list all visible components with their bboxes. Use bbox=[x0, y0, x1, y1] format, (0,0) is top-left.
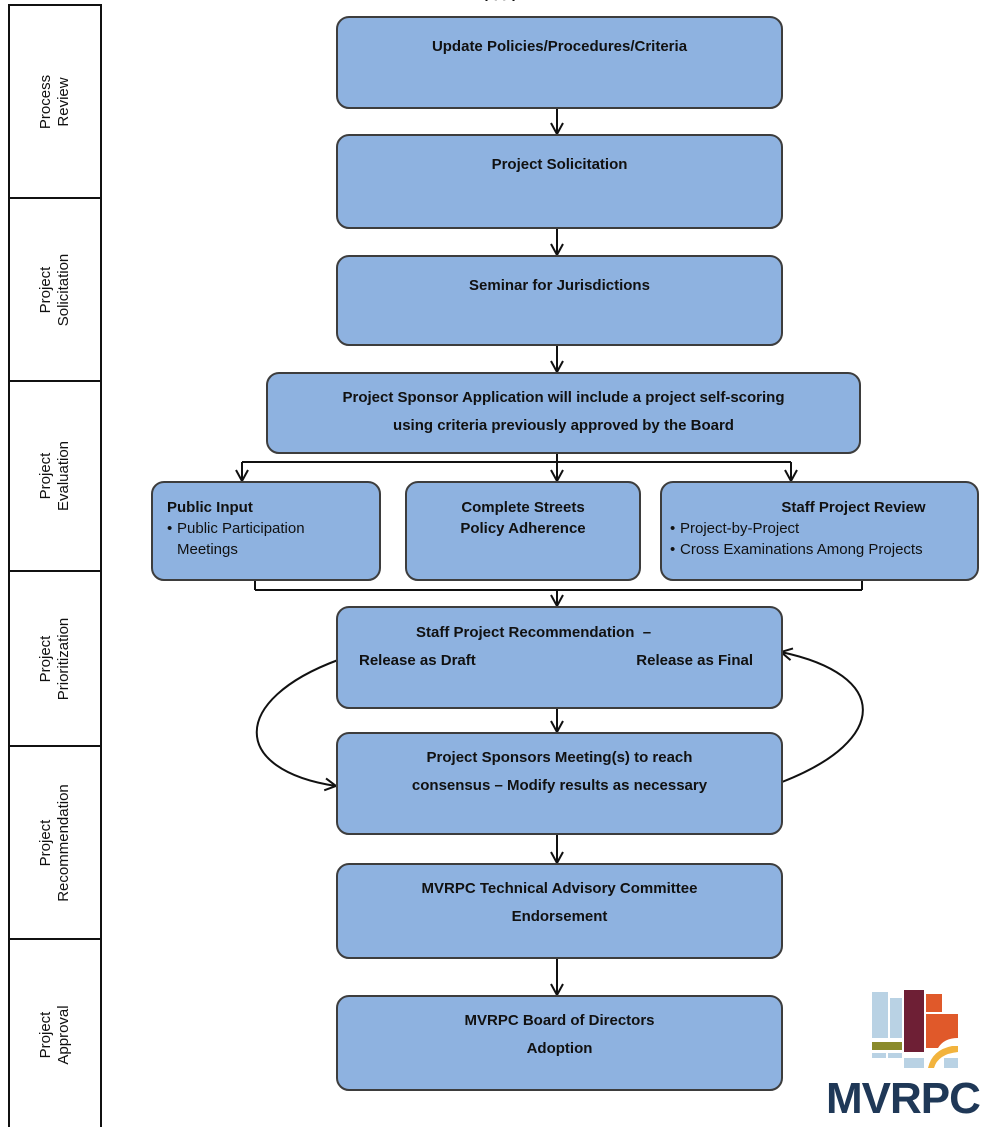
step-staff-recommendation: Staff Project Recommendation – Release a… bbox=[336, 606, 783, 709]
step-update-policies: Update Policies/Procedures/Criteria bbox=[336, 16, 783, 109]
public-input-title: Public Input bbox=[167, 499, 253, 516]
step-label-line: MVRPC Technical Advisory Committee bbox=[421, 880, 698, 897]
step-board-adoption: MVRPC Board of Directors Adoption bbox=[336, 995, 783, 1091]
logo-shape bbox=[944, 1058, 958, 1068]
step-label: Seminar for Jurisdictions bbox=[469, 277, 650, 294]
step-complete-streets: Complete Streets Policy Adherence bbox=[405, 481, 641, 581]
step-tac-endorsement: MVRPC Technical Advisory Committee Endor… bbox=[336, 863, 783, 959]
step-label-line: MVRPC Board of Directors bbox=[464, 1012, 655, 1029]
mvrpc-logo-mark bbox=[872, 990, 958, 1068]
logo-shape bbox=[872, 1042, 902, 1050]
complete-streets-line: Complete Streets bbox=[461, 499, 585, 516]
staff-review-title: Staff Project Review bbox=[781, 499, 926, 516]
step-project-solicitation: Project Solicitation bbox=[336, 134, 783, 229]
step-staff-project-review: Staff Project Review Project-by-Project … bbox=[660, 481, 979, 581]
release-as-final-label: Release as Final bbox=[636, 652, 753, 669]
step-label-line: Project Sponsor Application will include… bbox=[342, 389, 785, 406]
step-label-line: consensus – Modify results as necessary bbox=[411, 777, 708, 794]
step-sponsor-application: Project Sponsor Application will include… bbox=[266, 372, 861, 454]
loop-arrow-draft-to-sponsors bbox=[255, 659, 339, 786]
loop-arrow-sponsors-to-final bbox=[781, 652, 864, 783]
public-input-bullet: Public Participation Meetings bbox=[167, 518, 347, 560]
chart-title-fragment: ( , , ) bbox=[300, 0, 700, 1]
logo-shape bbox=[904, 1058, 924, 1068]
logo-shape bbox=[872, 1053, 886, 1058]
step-label-line: Adoption bbox=[526, 1040, 593, 1057]
step-label: Update Policies/Procedures/Criteria bbox=[431, 38, 688, 55]
logo-shape bbox=[926, 994, 942, 1012]
step-label-line: Endorsement bbox=[511, 908, 608, 925]
logo-shape bbox=[926, 1014, 958, 1048]
mvrpc-logo-text: MVRPC bbox=[826, 1074, 981, 1123]
step-sponsors-meeting: Project Sponsors Meeting(s) to reach con… bbox=[336, 732, 783, 835]
step-label-line: using criteria previously approved by th… bbox=[393, 417, 734, 434]
step-seminar: Seminar for Jurisdictions bbox=[336, 255, 783, 346]
step-label: Project Solicitation bbox=[491, 156, 628, 173]
step-label-line: Project Sponsors Meeting(s) to reach bbox=[426, 749, 693, 766]
complete-streets-line: Policy Adherence bbox=[460, 520, 586, 537]
logo-shape bbox=[872, 992, 888, 1038]
logo-shape bbox=[890, 998, 902, 1038]
staff-recommendation-title: Staff Project Recommendation – bbox=[416, 624, 652, 641]
staff-review-bullet: Cross Examinations Among Projects bbox=[670, 539, 977, 560]
staff-review-bullet: Project-by-Project bbox=[670, 518, 977, 539]
release-as-draft-label: Release as Draft bbox=[359, 652, 476, 669]
logo-shape bbox=[904, 990, 924, 1052]
step-public-input: Public Input Public Participation Meetin… bbox=[151, 481, 381, 581]
logo-shape bbox=[928, 1046, 958, 1068]
logo-shape bbox=[888, 1053, 902, 1058]
